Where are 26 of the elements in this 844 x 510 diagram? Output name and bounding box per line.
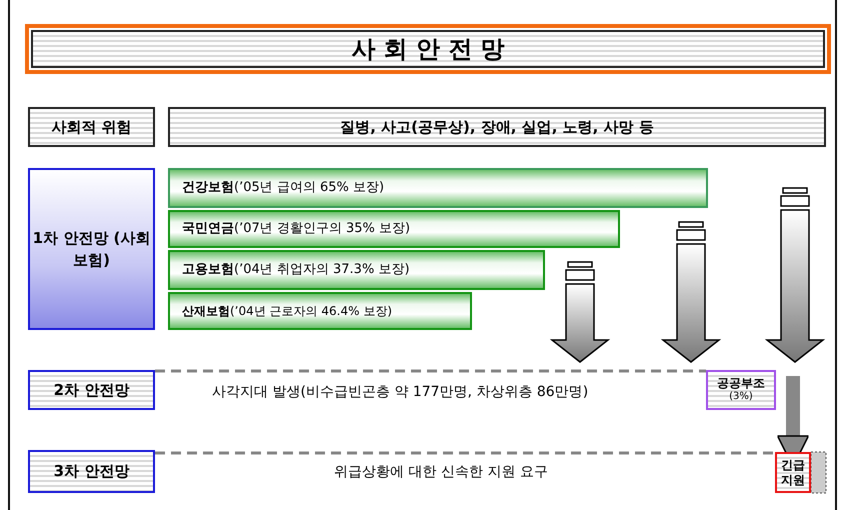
- info-bar: [168, 292, 472, 330]
- box-label: 질병, 사고(공무상), 장애, 실업, 노령, 사망 등: [340, 116, 654, 138]
- box-label: 공공부조: [717, 376, 765, 391]
- category-box: [28, 450, 155, 493]
- dashed-connector: [155, 370, 706, 372]
- box-label: 고용보험(’04년 취업자의 37.3% 보장): [182, 261, 410, 280]
- info-bar: [168, 107, 826, 147]
- info-bar: [168, 210, 620, 248]
- category-box: [28, 107, 155, 147]
- box-label: 사회적 위험: [51, 116, 132, 138]
- box-label: 2차 안전망: [54, 380, 130, 401]
- title-text: 사 회 안 전 망: [351, 34, 505, 65]
- info-bar: [168, 168, 708, 208]
- box-label: 1차 안전망 (사회보험): [32, 228, 152, 271]
- dashed-connector: [155, 452, 775, 454]
- info-bar: [168, 250, 545, 290]
- info-bar: [706, 370, 776, 410]
- box-label: 긴급 지원: [780, 458, 806, 488]
- category-box: [28, 370, 155, 410]
- box-label: 건강보험(’05년 급여의 65% 보장): [182, 179, 384, 198]
- box-sublabel: (3%): [729, 391, 753, 404]
- category-box: [28, 168, 155, 330]
- info-bar: [775, 452, 811, 493]
- box-label: 3차 안전망: [54, 461, 130, 482]
- box-label: 국민연금(’07년 경활인구의 35% 보장): [182, 220, 410, 238]
- box-label: 산재보험(’04년 근로자의 46.4% 보장): [182, 303, 392, 320]
